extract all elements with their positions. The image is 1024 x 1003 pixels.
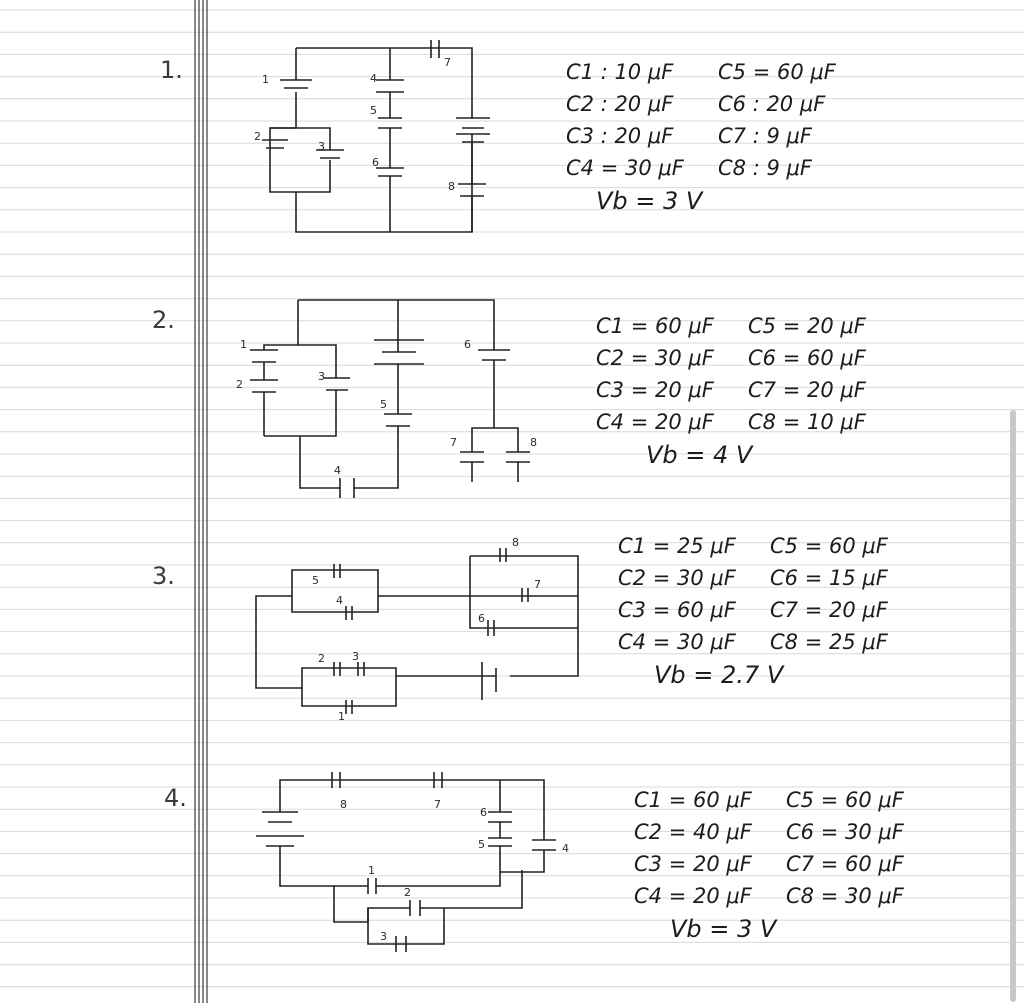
problem-number: 1. — [160, 56, 183, 84]
value-entry: C1 : 10 μF — [566, 60, 674, 84]
value-entry: C8 : 9 μF — [718, 156, 812, 180]
circuit-3 — [255, 548, 579, 714]
battery-voltage: Vb = 2.7 V — [654, 661, 784, 689]
problem-number: 4. — [164, 784, 187, 812]
value-entry: C3 : 20 μF — [566, 124, 674, 148]
value-entry: C7 = 20 μF — [748, 378, 866, 402]
cap-label: 6 — [464, 338, 471, 351]
values-block-4: C1 = 60 μF C5 = 60 μF C2 = 40 μF C6 = 30 μ… — [634, 784, 936, 946]
value-entry: C2 = 30 μF — [618, 566, 736, 590]
value-entry: C4 = 20 μF — [596, 410, 714, 434]
scrollbar[interactable] — [1010, 410, 1016, 1002]
cap-label: 7 — [444, 56, 451, 69]
cap-label: 8 — [530, 436, 537, 449]
cap-label: 6 — [372, 156, 379, 169]
values-block-2: C1 = 60 μF C5 = 20 μF C2 = 30 μF C6 = 60 μ… — [596, 310, 898, 472]
cap-label: 5 — [370, 104, 377, 117]
value-entry: C4 = 30 μF — [566, 156, 684, 180]
values-block-3: C1 = 25 μF C5 = 60 μF C2 = 30 μF C6 = 15 μ… — [618, 530, 920, 692]
cap-label: 7 — [434, 798, 441, 811]
cap-label: 3 — [318, 370, 325, 383]
value-entry: C2 : 20 μF — [566, 92, 674, 116]
cap-label: 3 — [380, 930, 387, 943]
cap-label: 5 — [312, 574, 319, 587]
value-entry: C4 = 30 μF — [618, 630, 736, 654]
cap-label: 5 — [380, 398, 387, 411]
circuit-4 — [256, 772, 556, 952]
value-entry: C5 = 60 μF — [718, 60, 836, 84]
value-entry: C2 = 30 μF — [596, 346, 714, 370]
cap-label: 4 — [562, 842, 569, 855]
value-entry: C7 : 9 μF — [718, 124, 812, 148]
cap-label: 8 — [340, 798, 347, 811]
value-entry: C1 = 60 μF — [634, 788, 752, 812]
value-entry: C2 = 40 μF — [634, 820, 752, 844]
circuit-4-labels: 1 2 3 4 5 6 7 8 — [340, 798, 569, 943]
cap-label: 3 — [352, 650, 359, 663]
value-entry: C6 = 15 μF — [770, 566, 888, 590]
cap-label: 7 — [450, 436, 457, 449]
circuit-3-labels: 1 2 3 4 5 6 7 8 — [312, 536, 541, 723]
cap-label: 1 — [338, 710, 345, 723]
cap-label: 6 — [480, 806, 487, 819]
battery-voltage: Vb = 3 V — [596, 187, 703, 215]
battery-voltage: Vb = 3 V — [670, 915, 777, 943]
cap-label: 8 — [448, 180, 455, 193]
value-entry: C3 = 20 μF — [634, 852, 752, 876]
ruled-lines — [0, 9, 1024, 988]
cap-label: 2 — [404, 886, 411, 899]
value-entry: C3 = 20 μF — [596, 378, 714, 402]
cap-label: 1 — [240, 338, 247, 351]
problem-number: 2. — [152, 306, 175, 334]
cap-label: 2 — [318, 652, 325, 665]
values-block-1: C1 : 10 μF C5 = 60 μF C2 : 20 μF C6 : 20 μ… — [566, 56, 868, 218]
cap-label: 8 — [512, 536, 519, 549]
value-entry: C7 = 60 μF — [786, 852, 904, 876]
margin-lines — [194, 0, 208, 1003]
cap-label: 1 — [262, 73, 269, 86]
cap-label: 1 — [368, 864, 375, 877]
cap-label: 5 — [478, 838, 485, 851]
value-entry: C6 = 30 μF — [786, 820, 904, 844]
cap-label: 4 — [336, 594, 343, 607]
circuit-2 — [250, 299, 530, 498]
cap-label: 4 — [370, 72, 377, 85]
value-entry: C6 = 60 μF — [748, 346, 866, 370]
cap-label: 4 — [334, 464, 341, 477]
problem-number: 3. — [152, 562, 175, 590]
cap-label: 6 — [478, 612, 485, 625]
value-entry: C8 = 10 μF — [748, 410, 866, 434]
value-entry: C8 = 25 μF — [770, 630, 888, 654]
value-entry: C6 : 20 μF — [718, 92, 826, 116]
value-entry: C5 = 60 μF — [786, 788, 904, 812]
circuit-1-labels: 1 2 3 4 5 6 7 8 — [254, 56, 455, 193]
value-entry: C8 = 30 μF — [786, 884, 904, 908]
cap-label: 7 — [534, 578, 541, 591]
value-entry: C7 = 20 μF — [770, 598, 888, 622]
circuit-1 — [262, 40, 490, 233]
value-entry: C1 = 25 μF — [618, 534, 736, 558]
value-entry: C5 = 20 μF — [748, 314, 866, 338]
circuit-2-labels: 1 2 3 4 5 6 7 8 — [236, 338, 537, 477]
value-entry: C1 = 60 μF — [596, 314, 714, 338]
cap-label: 2 — [236, 378, 243, 391]
value-entry: C5 = 60 μF — [770, 534, 888, 558]
battery-voltage: Vb = 4 V — [646, 441, 753, 469]
value-entry: C3 = 60 μF — [618, 598, 736, 622]
value-entry: C4 = 20 μF — [634, 884, 752, 908]
cap-label: 2 — [254, 130, 261, 143]
cap-label: 3 — [318, 140, 325, 153]
